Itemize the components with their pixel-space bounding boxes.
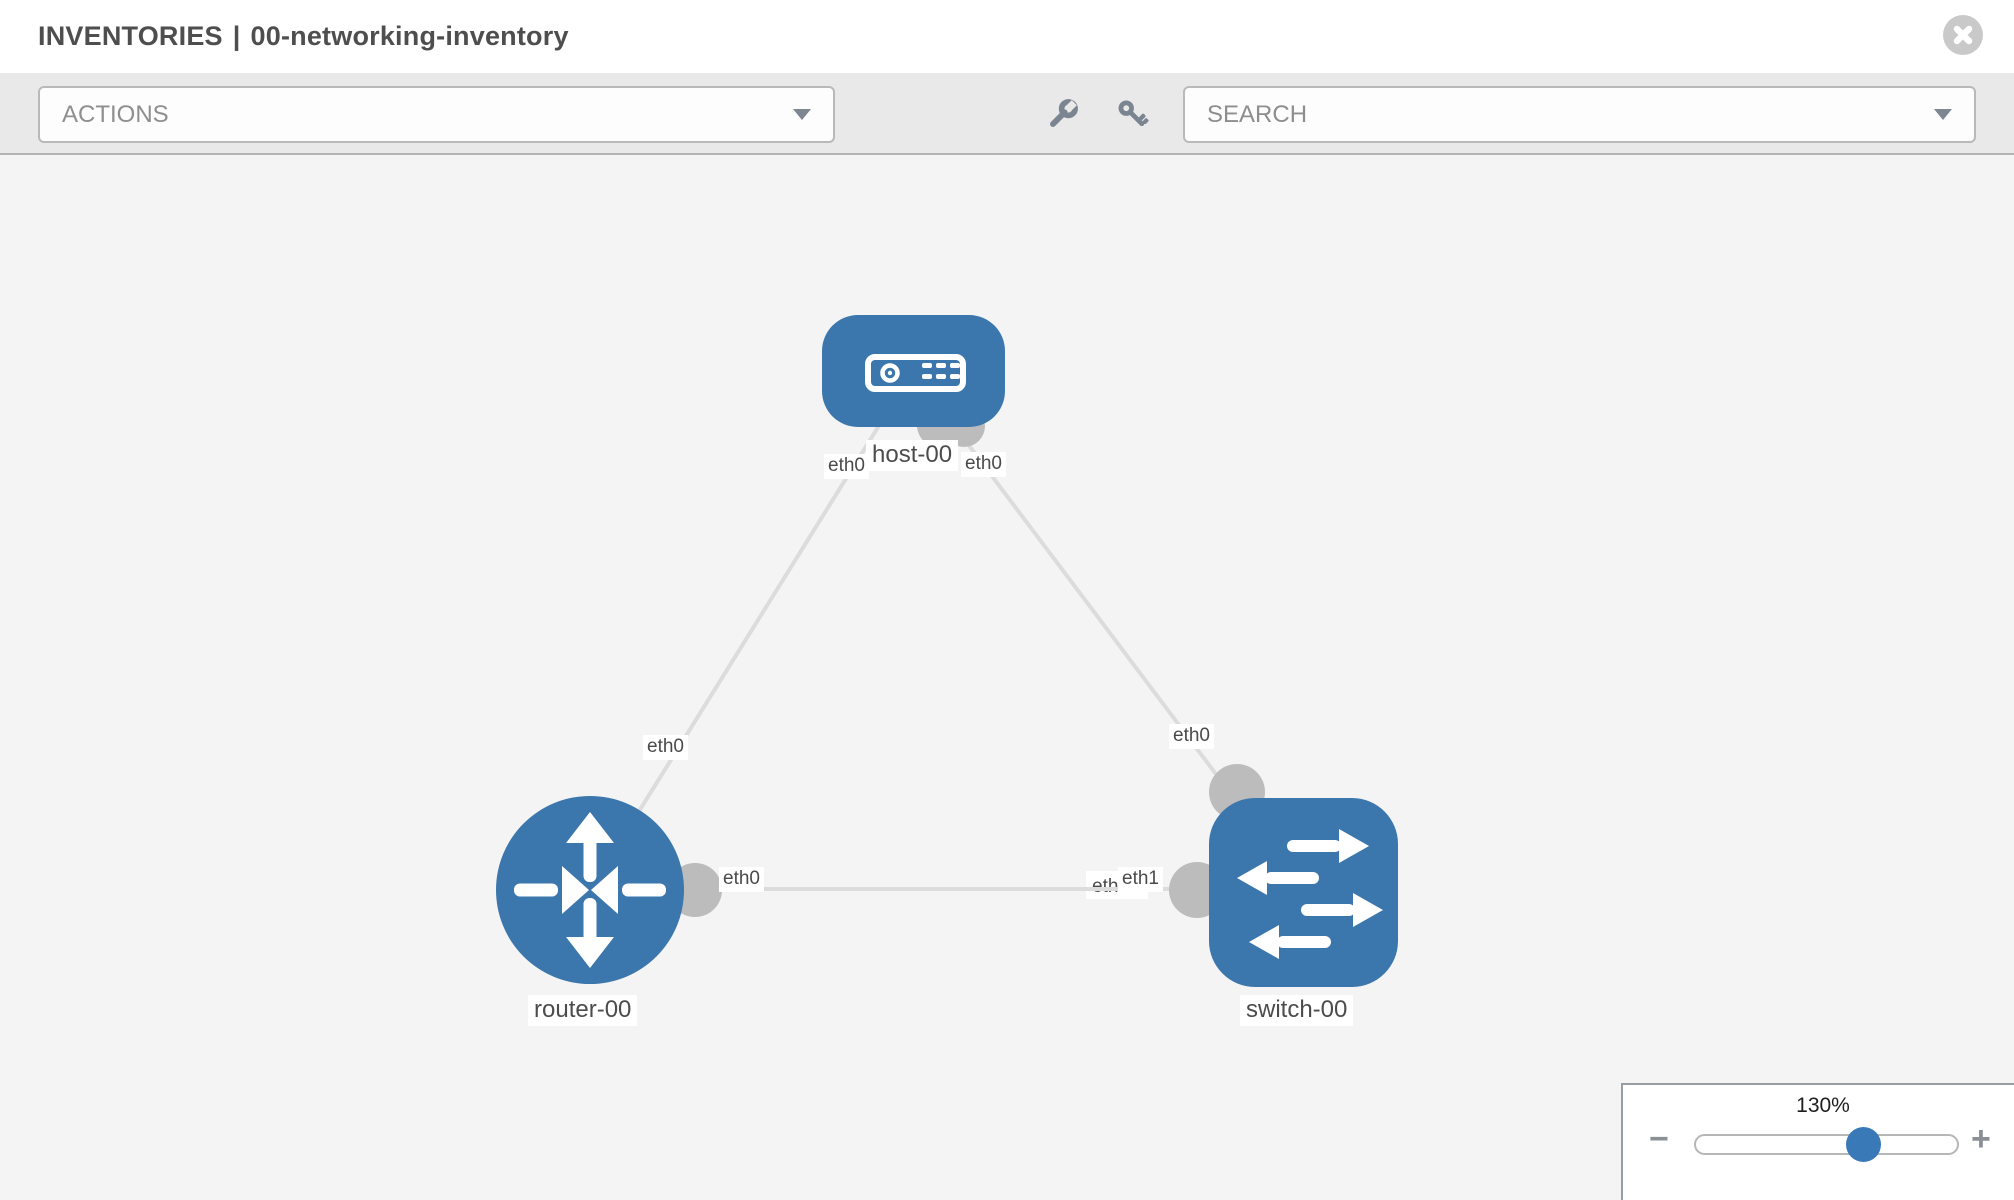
interface-label-eth0: eth0 [961,452,1006,477]
interface-label-eth0: eth0 [1169,724,1214,749]
zoom-level-label: 130% [1796,1094,1850,1117]
chevron-down-icon [793,109,811,120]
zoom-slider-track[interactable] [1694,1134,1959,1155]
chevron-down-icon [1934,109,1952,120]
topology-canvas[interactable]: eth0 [0,155,2014,1200]
search-dropdown-label: SEARCH [1207,100,1308,128]
breadcrumb-separator: | [232,21,241,51]
topology-svg[interactable]: eth0 [0,155,2014,1200]
breadcrumb-section: INVENTORIES [38,21,223,51]
configure-button[interactable] [1044,97,1080,138]
key-button[interactable] [1116,99,1150,138]
zoom-in-button[interactable]: + [1971,1120,1991,1158]
interface-label-eth1: eth1 [1118,867,1163,892]
host-icon [865,354,966,392]
interface-label-eth0: eth0 [824,454,869,479]
wrench-icon [1050,99,1078,127]
zoom-panel: 130% − + [1621,1083,2014,1200]
actions-dropdown[interactable]: ACTIONS [38,86,835,143]
switch-icon [1237,829,1383,959]
router-icon [514,812,666,968]
node-label-router: router-00 [528,995,638,1026]
close-icon [1953,25,1973,45]
interface-label-eth0: eth0 [643,735,688,760]
inventory-name: 00-networking-inventory [250,21,569,51]
node-label-host: host-00 [866,440,959,471]
zoom-out-button[interactable]: − [1649,1120,1669,1158]
page-header: INVENTORIES | 00-networking-inventory [0,0,2014,73]
actions-dropdown-label: ACTIONS [62,100,169,128]
page-title: INVENTORIES | 00-networking-inventory [38,21,569,52]
interface-label-eth0: eth0 [719,867,764,892]
node-label-switch: switch-00 [1240,995,1354,1026]
node-router-00[interactable] [496,796,684,984]
toolbar: ACTIONS SEARCH [0,73,2014,155]
zoom-slider-thumb[interactable] [1846,1127,1881,1162]
node-switch-00[interactable] [1209,798,1398,987]
key-icon [1118,100,1149,127]
close-button[interactable] [1943,15,1983,55]
node-host-00[interactable] [822,315,1005,427]
search-dropdown[interactable]: SEARCH [1183,86,1976,143]
